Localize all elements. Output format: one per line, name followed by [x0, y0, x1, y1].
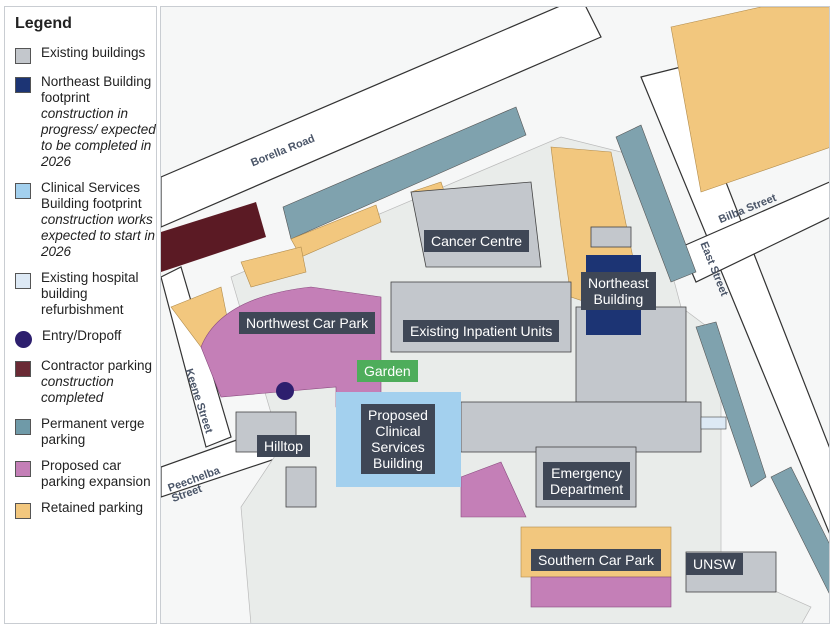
legend-label: Clinical Services Building footprint	[41, 180, 142, 211]
legend-item: Retained parking	[15, 500, 156, 519]
legend-swatch	[15, 273, 31, 289]
legend-item: Existing buildings	[15, 45, 156, 64]
legend-swatch	[15, 361, 31, 377]
map-drawing	[161, 7, 829, 623]
legend-swatch	[15, 331, 32, 348]
label-existing-inpatient-units: Existing Inpatient Units	[403, 320, 560, 342]
legend-label: Northeast Building footprint	[41, 74, 152, 105]
legend-item: Existing hospital building refurbishment	[15, 270, 156, 318]
verge-parking	[282, 106, 829, 594]
label-clinical-services-building: Proposed Clinical Services Building	[361, 404, 435, 474]
legend-swatch	[15, 419, 31, 435]
legend-swatch	[15, 48, 31, 64]
label-cancer-centre: Cancer Centre	[424, 230, 530, 252]
refurbishment	[700, 416, 727, 430]
legend-note: construction works expected to start in …	[41, 212, 156, 259]
legend-label: Entry/Dropoff	[42, 328, 122, 343]
legend-label: Retained parking	[41, 500, 144, 515]
label-northeast-building: Northeast Building	[581, 272, 656, 310]
label-northwest-car-park: Northwest Car Park	[239, 312, 376, 334]
legend-label: Existing buildings	[41, 45, 146, 60]
legend-item: Proposed car parking expansion	[15, 458, 156, 490]
legend-label: Contractor parking	[41, 358, 153, 373]
east-street	[640, 66, 829, 534]
contractor-parking	[161, 202, 266, 272]
legend-item: Permanent verge parking	[15, 416, 156, 448]
legend-label: Existing hospital building refurbishment	[41, 270, 139, 317]
legend-item: Entry/Dropoff	[15, 328, 156, 348]
legend-label: Permanent verge parking	[41, 416, 145, 447]
label-garden: Garden	[357, 360, 418, 382]
label-emergency-department: Emergency Department	[543, 462, 631, 500]
legend-swatch	[15, 503, 31, 519]
map-area: Borella Road Bilba Street East Street Ke…	[160, 6, 830, 624]
legend-note: construction in progress/ expected to be…	[41, 106, 156, 169]
legend-swatch	[15, 183, 31, 199]
label-southern-car-park: Southern Car Park	[531, 549, 661, 571]
legend-label: Proposed car parking expansion	[41, 458, 151, 489]
borella-road	[161, 7, 602, 228]
legend-note: construction completed	[41, 374, 114, 405]
legend-title: Legend	[15, 15, 72, 32]
legend-swatch	[15, 461, 31, 477]
label-hilltop: Hilltop	[257, 435, 310, 457]
label-unsw: UNSW	[686, 553, 743, 575]
legend-swatch	[15, 77, 31, 93]
entry-dropoff-marker	[276, 382, 294, 400]
